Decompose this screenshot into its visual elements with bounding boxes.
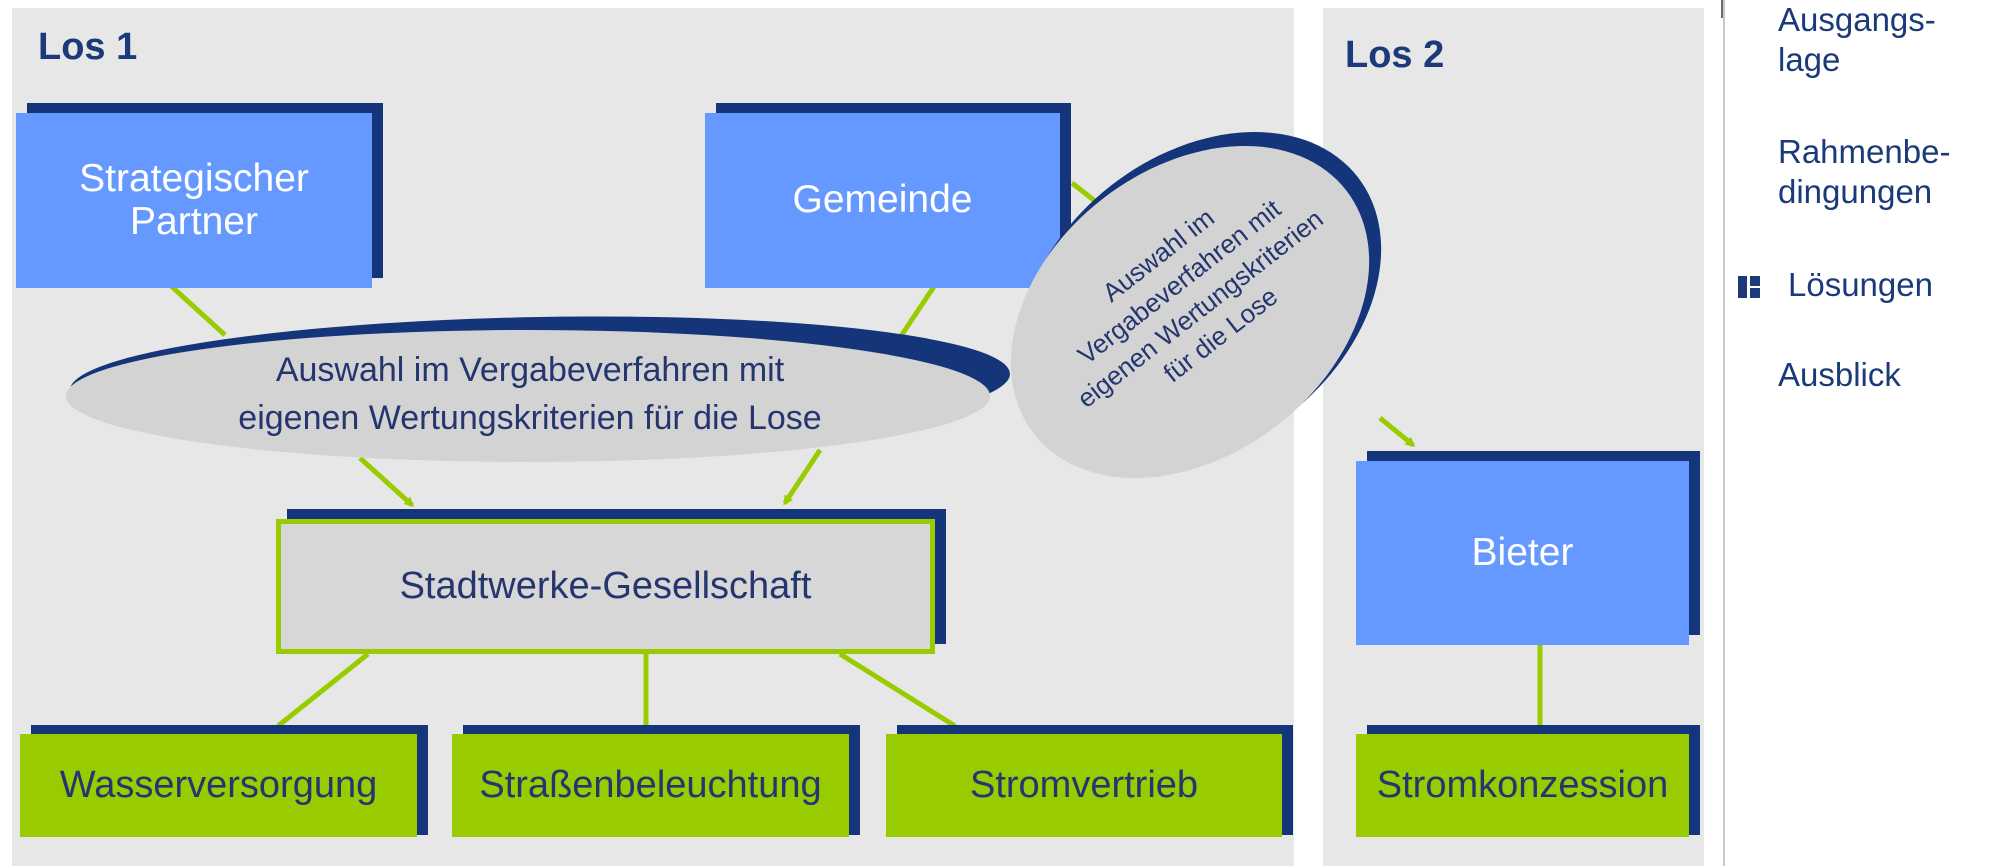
arrow-ellipse2-bieter	[1378, 416, 1416, 447]
gemeinde-label: Gemeinde	[792, 178, 973, 222]
bieter-box: Bieter	[1356, 461, 1689, 645]
nav-divider	[1723, 0, 1725, 866]
arrow-ellipse-stadtwerke-left	[358, 456, 415, 508]
stromvertrieb-box: Stromvertrieb	[886, 734, 1282, 837]
connector-stadtwerke-wasser	[276, 652, 370, 728]
stadtwerke-label: Stadtwerke-Gesellschaft	[399, 565, 812, 607]
strategic-partner-box: Strategischer Partner	[16, 113, 372, 288]
nav-item-rahmenbedingungen[interactable]: Rahmenbe- dingungen	[1778, 133, 1951, 210]
wasserversorgung-box: Wasserversorgung	[20, 734, 417, 837]
arrow-ellipse-stadtwerke-right	[782, 448, 823, 506]
stromkonzession-box: Stromkonzession	[1356, 734, 1689, 837]
stromvertrieb-label: Stromvertrieb	[969, 764, 1199, 806]
bieter-label: Bieter	[1471, 530, 1574, 574]
stadtwerke-box: Stadtwerke-Gesellschaft	[276, 519, 935, 654]
los2-panel	[1323, 8, 1704, 866]
wasserversorgung-label: Wasserversorgung	[59, 764, 378, 806]
strategic-partner-label: Strategischer Partner	[79, 157, 309, 243]
connector-stadtwerke-stromvertrieb	[838, 651, 957, 729]
strassenbeleuchtung-label: Straßenbeleuchtung	[479, 764, 822, 806]
active-section-icon	[1738, 276, 1760, 298]
gemeinde-box: Gemeinde	[705, 113, 1060, 288]
nav-divider-tick	[1721, 0, 1723, 18]
nav-item-ausgangslage[interactable]: Ausgangs- lage	[1778, 1, 1936, 78]
strassenbeleuchtung-box: Straßenbeleuchtung	[452, 734, 849, 837]
connector-partner-ellipse	[168, 283, 227, 337]
selection-ellipse-los1-text: Auswahl im Vergabeverfahren mit eigenen …	[238, 351, 822, 437]
stromkonzession-label: Stromkonzession	[1376, 764, 1669, 806]
nav-item-loesungen[interactable]: Lösungen	[1788, 266, 1933, 303]
nav-item-ausblick[interactable]: Ausblick	[1778, 356, 1901, 393]
los1-title: Los 1	[38, 26, 138, 68]
los2-title: Los 2	[1345, 34, 1445, 76]
